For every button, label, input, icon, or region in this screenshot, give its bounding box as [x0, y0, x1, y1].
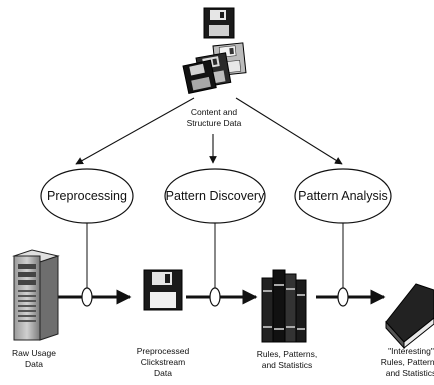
stage-preprocessing-label: Preprocessing — [47, 189, 127, 203]
floppy-disk-stack-icon — [182, 7, 247, 94]
flow-node-analysis — [337, 287, 349, 307]
arrow-source-to-analysis — [235, 97, 343, 165]
artifact-rules-line2: and Statistics — [262, 360, 313, 370]
source-label-line2: Structure Data — [187, 118, 242, 128]
flow-node-discovery — [209, 287, 221, 307]
source-label-line1: Content and — [191, 107, 238, 117]
artifact-interesting-line3: and Statistics — [386, 368, 434, 378]
stage-pattern-analysis-label: Pattern Analysis — [298, 189, 388, 203]
floppy-disk-icon — [143, 269, 183, 311]
artifact-rules-line1: Rules, Patterns, — [257, 349, 317, 359]
artifact-interesting-line2: Rules, Patterns, — [381, 357, 434, 367]
book-stack-icon — [261, 269, 307, 343]
artifact-interesting-line1: "Interesting" — [388, 346, 434, 356]
artifact-preprocessed-line3: Data — [154, 368, 172, 378]
artifact-raw-line1: Raw Usage — [12, 348, 56, 358]
server-tower-icon — [12, 249, 60, 341]
arrow-source-to-preprocessing — [75, 97, 195, 165]
artifact-preprocessed-line2: Clickstream — [141, 357, 185, 367]
artifact-preprocessed-line1: Preprocessed — [137, 346, 190, 356]
closed-book-icon — [385, 283, 434, 350]
artifact-raw-line2: Data — [25, 359, 43, 369]
flow-node-preprocessing — [81, 287, 93, 307]
stage-pattern-discovery-label: Pattern Discovery — [166, 189, 265, 203]
